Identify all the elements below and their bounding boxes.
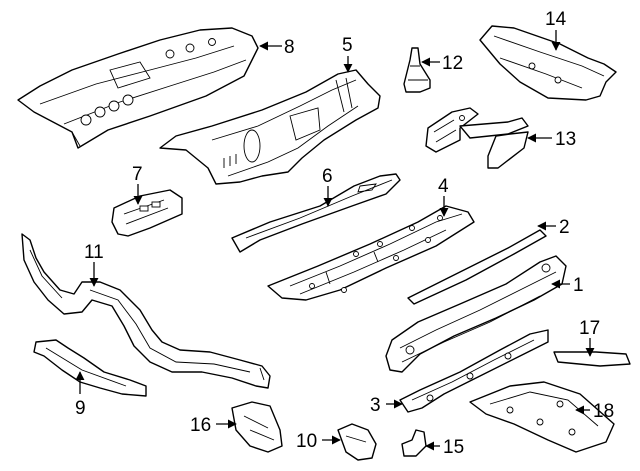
callout-labels: 8 5 12 14 13 7 6 4 2 1 11 9 17 3 18 16 1…	[75, 9, 614, 458]
part-16-scoop	[231, 401, 283, 453]
callout-15: 15	[443, 437, 464, 458]
callout-4: 4	[438, 176, 449, 197]
callout-18: 18	[593, 401, 614, 422]
callout-10: 10	[296, 431, 317, 452]
callout-8: 8	[284, 37, 295, 58]
callout-11: 11	[84, 242, 104, 263]
part-7-reinforcement	[111, 189, 183, 237]
part-1-rocker-panel	[385, 255, 567, 373]
callout-9: 9	[75, 398, 86, 419]
callout-1: 1	[573, 275, 584, 296]
part-2-sill-strip	[407, 229, 547, 305]
part-6-sill-reinforcement	[231, 173, 401, 253]
part-8-front-floor-pan	[17, 27, 259, 149]
callout-12: 12	[442, 53, 463, 74]
callout-3: 3	[370, 395, 381, 416]
part-3-lower-rail	[399, 329, 549, 413]
part-10-cover	[337, 423, 377, 461]
callout-7: 7	[132, 164, 143, 185]
callout-13: 13	[555, 129, 576, 150]
callout-5: 5	[342, 35, 353, 56]
part-14-rear-floor-pan	[479, 25, 617, 101]
part-4-floor-panel	[267, 205, 475, 301]
leader-lines	[75, 30, 595, 451]
part-11-side-member	[21, 233, 271, 389]
part-9-lower-bracket	[33, 339, 147, 397]
part-5-floor-tunnel	[159, 69, 381, 185]
part-13-crossmember	[425, 107, 529, 169]
part-15-bracket	[401, 429, 427, 457]
callout-6: 6	[322, 166, 333, 187]
part-17-trim-strip	[553, 351, 631, 367]
callout-16: 16	[190, 415, 211, 436]
callout-2: 2	[559, 217, 570, 238]
part-12-bracket	[403, 47, 431, 93]
callout-14: 14	[545, 9, 567, 30]
callout-17: 17	[579, 318, 600, 339]
